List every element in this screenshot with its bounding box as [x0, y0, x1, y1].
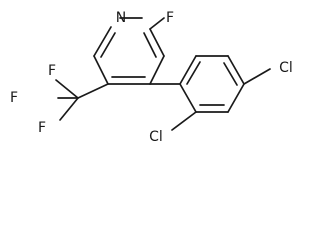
- bond-c6-n: [93, 26, 112, 57]
- bond-ph1-ph2-inner: [186, 61, 201, 85]
- bond-c3-c4: [149, 55, 165, 85]
- bond-cf3-f-bottom: [59, 97, 79, 121]
- atom-cf3-f-top: F: [48, 63, 56, 79]
- bond-c2-c3-inner: [143, 32, 157, 58]
- bond-cf3-f-top: [55, 79, 79, 99]
- bond-c5-cf3: [77, 83, 109, 99]
- atom-labels: N F Cl Cl F F F: [10, 10, 293, 145]
- bond-lines: [55, 17, 271, 131]
- bond-ph1-ph2: [179, 55, 197, 85]
- bond-ph3-ph4-inner: [223, 62, 238, 86]
- bond-ph-cl-lower: [171, 111, 197, 131]
- chemical-structure: N F Cl Cl F F F: [10, 10, 293, 145]
- bond-ph4-ph5: [227, 83, 245, 113]
- bond-c6-n-inner: [100, 32, 116, 58]
- bond-c2-f: [149, 17, 165, 30]
- bond-ph6-ph1: [179, 83, 197, 113]
- atom-cf3-f-left: F: [10, 90, 18, 106]
- atom-cl-upper: Cl: [279, 60, 293, 76]
- atom-cl-lower: Cl: [149, 129, 163, 145]
- bond-ph-cl-upper: [243, 68, 271, 85]
- atom-f-ring: F: [166, 10, 174, 26]
- atom-cf3-f-bottom: F: [38, 120, 46, 136]
- atom-n: N: [116, 10, 126, 26]
- bond-ph3-ph4: [227, 55, 245, 85]
- bond-c2-c3: [149, 28, 165, 57]
- bond-c5-c6: [93, 55, 109, 85]
